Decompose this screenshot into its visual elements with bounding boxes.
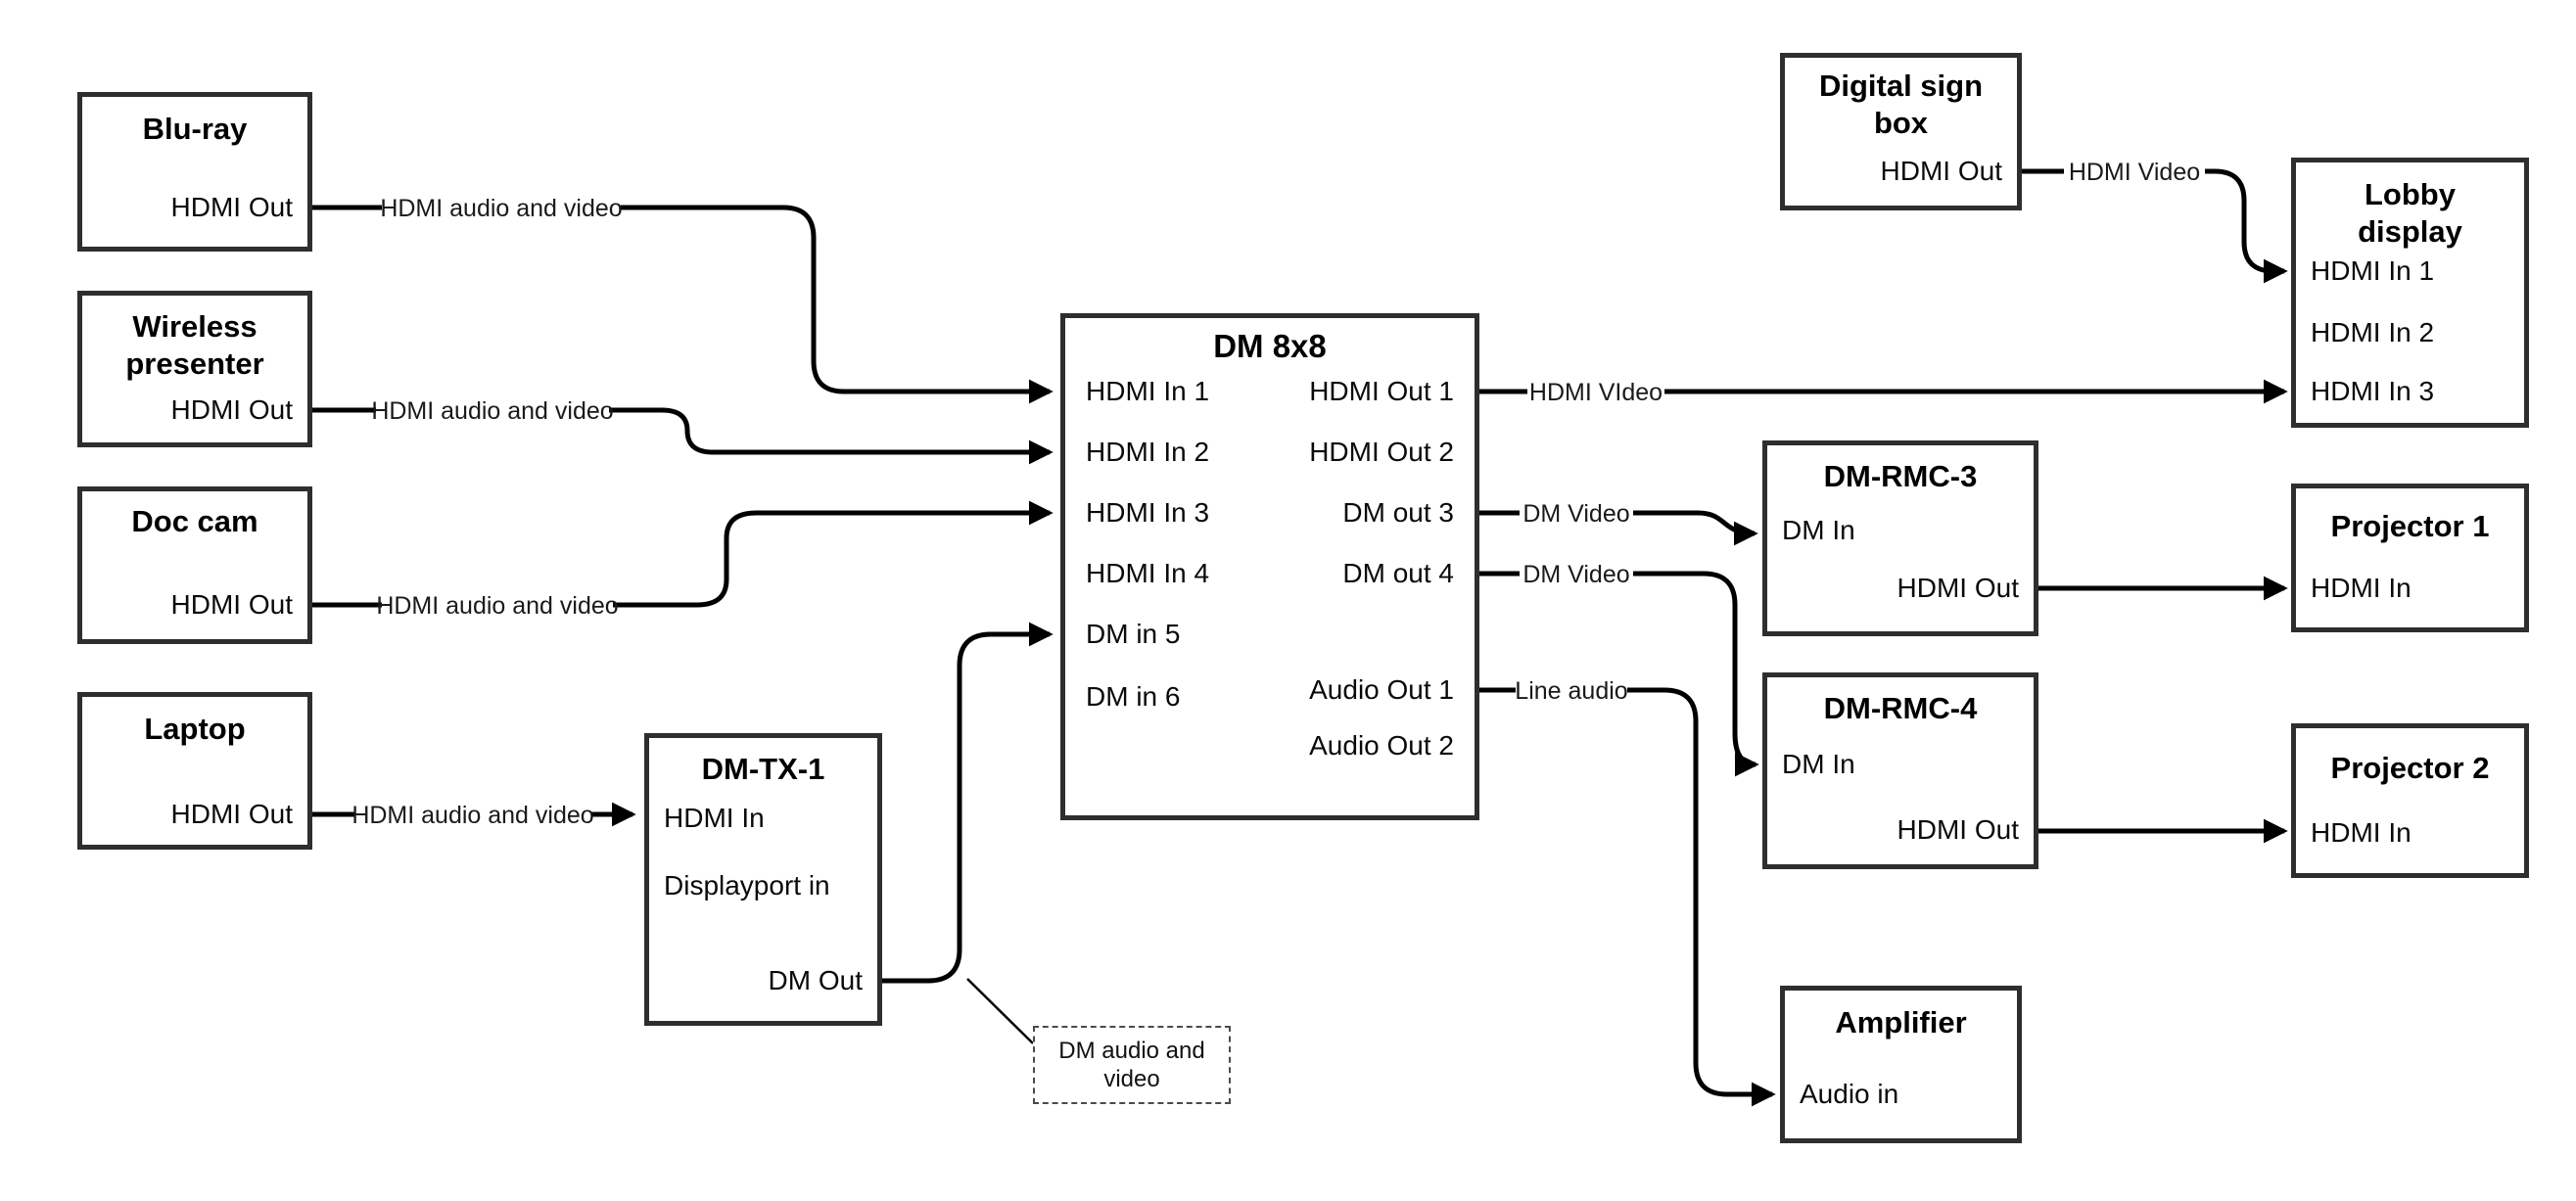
node-projector-2: Projector 2 HDMI In bbox=[2291, 723, 2529, 878]
edge-label-hdmi-audio-video-4: HDMI audio and video bbox=[351, 802, 593, 829]
node-title: Laptop bbox=[144, 712, 246, 746]
edge-label-hdmi-audio-video-1: HDMI audio and video bbox=[380, 195, 622, 222]
node-title: DM-TX-1 bbox=[701, 752, 825, 786]
port-hdmi-out: HDMI Out bbox=[1897, 573, 2019, 603]
callout-text-line: video bbox=[1103, 1066, 1160, 1092]
port-hdmi-in-4: HDMI In 4 bbox=[1086, 558, 1210, 588]
port-hdmi-in-2: HDMI In 2 bbox=[1086, 437, 1210, 467]
node-wireless-presenter: Wireless presenter HDMI Out bbox=[77, 291, 312, 447]
port-hdmi-in: HDMI In bbox=[2311, 817, 2412, 848]
port-hdmi-in-2: HDMI In 2 bbox=[2311, 317, 2435, 347]
node-lobby-display: Lobby display HDMI In 1 HDMI In 2 HDMI I… bbox=[2291, 158, 2529, 428]
port-dm-in-5: DM in 5 bbox=[1086, 619, 1181, 649]
port-dm-in-6: DM in 6 bbox=[1086, 681, 1181, 712]
port-displayport-in: Displayport in bbox=[664, 870, 830, 901]
port-dm-out: DM Out bbox=[768, 965, 863, 995]
callout-dm-audio-video: DM audio and video bbox=[1033, 1026, 1231, 1104]
edge-label-hdmi-video-out1: HDMI VIdeo bbox=[1529, 379, 1663, 406]
port-hdmi-in: HDMI In bbox=[664, 803, 765, 833]
port-dm-out-3: DM out 3 bbox=[1342, 497, 1454, 528]
port-hdmi-out: HDMI Out bbox=[170, 192, 293, 222]
node-laptop: Laptop HDMI Out bbox=[77, 692, 312, 850]
node-title: Wireless presenter bbox=[125, 309, 264, 381]
port-audio-out-2: Audio Out 2 bbox=[1309, 730, 1454, 761]
edge-bluray-dm8x8 bbox=[621, 205, 1054, 404]
node-amplifier: Amplifier Audio in bbox=[1780, 986, 2022, 1143]
node-doc-cam: Doc cam HDMI Out bbox=[77, 486, 312, 644]
port-hdmi-out: HDMI Out bbox=[1897, 814, 2019, 845]
port-hdmi-in-1: HDMI In 1 bbox=[2311, 255, 2435, 286]
node-title: Projector 2 bbox=[2330, 751, 2490, 785]
port-dm-in: DM In bbox=[1782, 515, 1855, 545]
port-hdmi-out: HDMI Out bbox=[170, 799, 293, 829]
port-dm-in: DM In bbox=[1782, 749, 1855, 779]
port-hdmi-in: HDMI In bbox=[2311, 573, 2412, 603]
node-dm-rmc-4: DM-RMC-4 DM In HDMI Out bbox=[1762, 672, 2038, 869]
edge-dm8x8-rmc4 bbox=[1633, 571, 1759, 777]
node-title: Doc cam bbox=[131, 504, 258, 538]
node-title: DM-RMC-4 bbox=[1823, 691, 1978, 725]
edge-doccam-dm8x8 bbox=[613, 500, 1054, 608]
node-title: DM 8x8 bbox=[1213, 328, 1327, 364]
edge-digitalsign-lobby bbox=[2205, 168, 2288, 284]
edge-label-hdmi-audio-video-3: HDMI audio and video bbox=[376, 592, 618, 620]
node-projector-1: Projector 1 HDMI In bbox=[2291, 484, 2529, 632]
port-hdmi-out-2: HDMI Out 2 bbox=[1309, 437, 1454, 467]
node-title: DM-RMC-3 bbox=[1823, 459, 1978, 493]
edge-label-hdmi-audio-video-2: HDMI audio and video bbox=[371, 397, 613, 425]
node-dm-tx-1: DM-TX-1 HDMI In Displayport in DM Out bbox=[644, 733, 882, 1026]
port-hdmi-out: HDMI Out bbox=[1880, 156, 2002, 186]
node-title: Digital sign box bbox=[1818, 69, 1984, 140]
port-hdmi-out: HDMI Out bbox=[170, 589, 293, 620]
port-audio-in: Audio in bbox=[1800, 1079, 1899, 1109]
port-hdmi-in-3: HDMI In 3 bbox=[1086, 497, 1210, 528]
callout-leader-line bbox=[966, 978, 1034, 1044]
node-dm-rmc-3: DM-RMC-3 DM In HDMI Out bbox=[1762, 440, 2038, 636]
port-dm-out-4: DM out 4 bbox=[1342, 558, 1454, 588]
edge-dm8x8-amp bbox=[1627, 687, 1776, 1107]
node-title: Amplifier bbox=[1835, 1005, 1967, 1039]
node-title: Lobby display bbox=[2358, 177, 2462, 249]
edge-dm8x8-rmc3 bbox=[1633, 510, 1758, 546]
node-title: Blu-ray bbox=[142, 112, 248, 146]
edge-label-dm-video-1: DM Video bbox=[1522, 500, 1629, 528]
edge-label-dm-video-2: DM Video bbox=[1522, 561, 1629, 588]
edge-wireless-dm8x8 bbox=[609, 407, 1054, 465]
edge-label-hdmi-video-sign: HDMI Video bbox=[2069, 159, 2200, 186]
callout-text-line: DM audio and bbox=[1058, 1038, 1205, 1064]
port-hdmi-out-1: HDMI Out 1 bbox=[1309, 376, 1454, 406]
edge-label-line-audio: Line audio bbox=[1515, 677, 1627, 705]
node-digital-sign-box: Digital sign box HDMI Out bbox=[1780, 53, 2022, 210]
port-hdmi-in-3: HDMI In 3 bbox=[2311, 376, 2435, 406]
node-dm-8x8: DM 8x8 HDMI In 1 HDMI In 2 HDMI In 3 HDM… bbox=[1060, 313, 1479, 820]
port-hdmi-in-1: HDMI In 1 bbox=[1086, 376, 1210, 406]
port-hdmi-out: HDMI Out bbox=[170, 394, 293, 425]
port-audio-out-1: Audio Out 1 bbox=[1309, 674, 1454, 705]
node-title: Projector 1 bbox=[2330, 509, 2490, 543]
node-bluray: Blu-ray HDMI Out bbox=[77, 92, 312, 252]
edge-dmtx1-dm8x8 bbox=[882, 622, 1054, 984]
